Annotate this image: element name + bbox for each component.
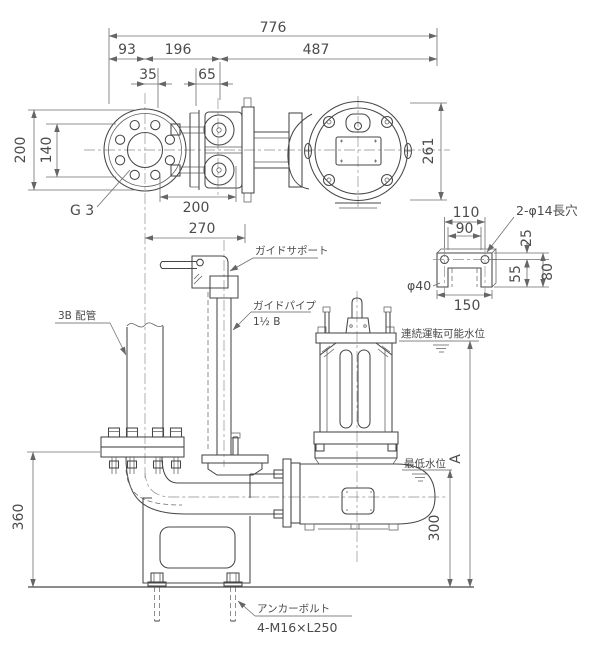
front-view-dimensions: 360 300 A: [11, 340, 473, 588]
discharge-connector-plan: [203, 97, 303, 203]
cable-gland-plan: [345, 113, 371, 133]
dim-25: 25: [519, 229, 535, 247]
motor-elevation: [313, 297, 399, 445]
dim-140: 140: [39, 137, 55, 164]
dim-110: 110: [453, 205, 480, 221]
guide-support: [159, 255, 239, 299]
dim-35: 35: [139, 67, 157, 83]
front-view: 連続運転可能水位 最低水位 360 300 A ガイドサポート ガイドパイプ 1…: [11, 240, 485, 635]
discharge-piping: [126, 322, 164, 437]
label-g3: G 3: [70, 203, 94, 219]
label-continuous-water-level: 連続運転可能水位: [401, 327, 485, 340]
water-level-symbol: [433, 344, 449, 353]
dim-196: 196: [165, 42, 192, 58]
top-view: 776 93 196 487 35 65 200 140 200: [13, 20, 450, 478]
guide-claw: [201, 432, 283, 498]
water-levels: 連続運転可能水位 最低水位: [399, 327, 485, 482]
pump-flange: [273, 458, 301, 528]
dim-200-flange: 200: [13, 137, 29, 164]
water-level-symbol: [412, 473, 428, 482]
volute: [299, 463, 436, 531]
dim-55: 55: [508, 265, 524, 283]
dim-80: 80: [540, 263, 556, 281]
front-view-labels: ガイドサポート ガイドパイプ 1½ B 3B 配管 アンカーボルト 4-M16×…: [55, 245, 352, 635]
label-anchor-bolt: アンカーボルト: [257, 603, 330, 615]
label-lowest-water-level: 最低水位: [404, 457, 446, 470]
seal-housing: [314, 443, 398, 465]
label-phi40: φ40: [407, 278, 431, 293]
dim-93: 93: [118, 42, 136, 58]
dim-200-horiz: 200: [183, 200, 210, 216]
bracket-detail: 110 90 2-φ14長穴 25 55 80 φ40 150: [407, 203, 578, 314]
motor-plan: [287, 100, 413, 209]
dim-90: 90: [456, 221, 474, 237]
anchor-bolts: [154, 587, 236, 622]
dim-150: 150: [454, 298, 481, 314]
dim-360: 360: [11, 504, 27, 531]
dim-270: 270: [189, 221, 216, 237]
nameplate: [335, 136, 382, 166]
pedestal: [142, 497, 251, 587]
dim-300: 300: [427, 515, 443, 542]
label-anchor-bolt-spec: 4-M16×L250: [257, 620, 337, 635]
label-guide-support: ガイドサポート: [255, 245, 329, 257]
cable-gland: [345, 297, 371, 334]
lifting-rods: [322, 306, 392, 333]
label-slot-holes: 2-φ14長穴: [516, 203, 578, 218]
dim-261: 261: [421, 138, 437, 165]
duckfoot-elbow: [125, 456, 283, 515]
top-view-dimensions: 776 93 196 487 35 65 200 140 200: [13, 20, 447, 243]
guide-pipe: [216, 298, 232, 455]
discharge-flange-joint: [100, 427, 185, 474]
dim-776: 776: [260, 20, 287, 36]
label-guide-pipe: ガイドパイプ: [253, 300, 316, 312]
label-guide-pipe-size: 1½ B: [253, 316, 280, 328]
label-piping: 3B 配管: [58, 309, 96, 322]
dim-487: 487: [303, 42, 330, 58]
g3-flange: [103, 108, 200, 192]
dim-65: 65: [198, 67, 216, 83]
flange-studs: [170, 123, 205, 177]
dim-A: A: [448, 454, 464, 464]
